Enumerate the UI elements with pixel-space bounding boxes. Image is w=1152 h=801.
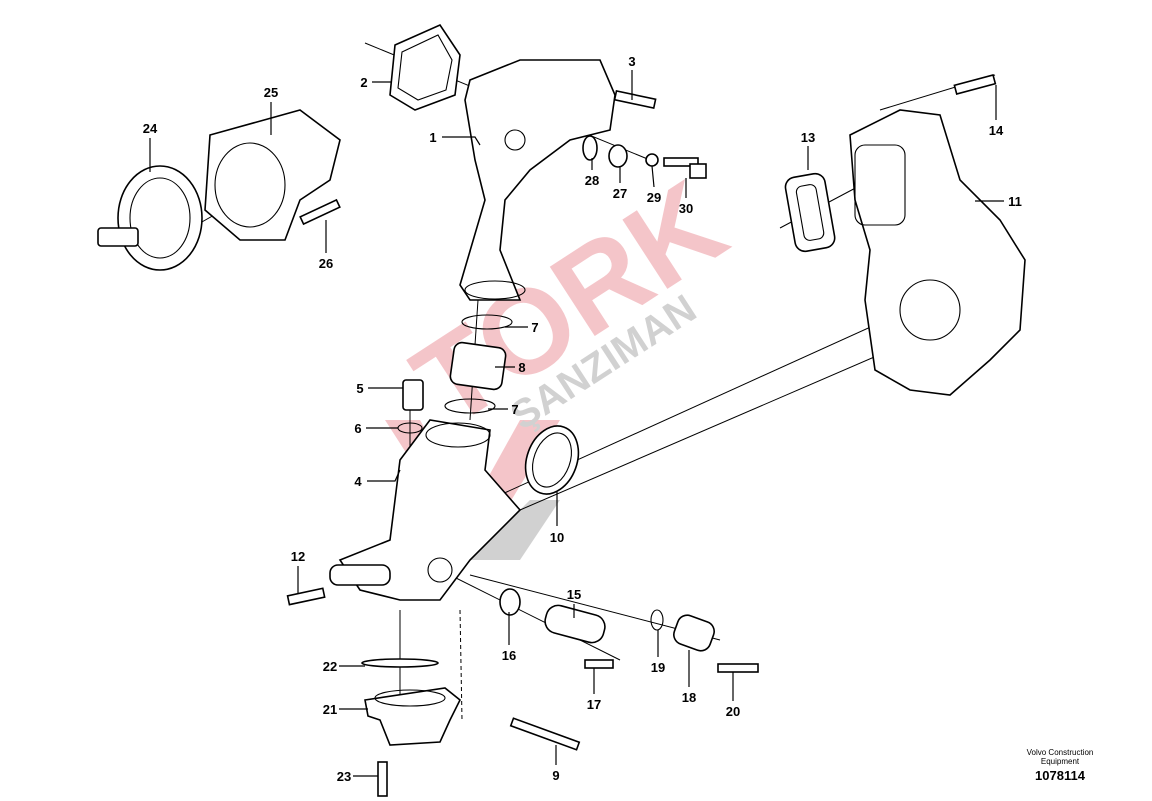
callout-27: 27 bbox=[613, 186, 627, 201]
callout-22: 22 bbox=[323, 659, 337, 674]
part-bolt-9 bbox=[509, 717, 581, 751]
callout-2: 2 bbox=[360, 75, 367, 90]
callout-14: 14 bbox=[989, 123, 1004, 138]
callout-15: 15 bbox=[567, 587, 581, 602]
callout-9: 9 bbox=[552, 768, 559, 783]
part-thermostat-24 bbox=[97, 165, 203, 271]
drawing-number: 1078114 bbox=[1035, 768, 1085, 783]
callout-11: 11 bbox=[1008, 194, 1022, 209]
part-connector-21 bbox=[364, 687, 462, 746]
part-pump-housing-11 bbox=[849, 109, 1026, 396]
callout-10: 10 bbox=[550, 530, 564, 545]
callout-8: 8 bbox=[518, 360, 525, 375]
part-seal-16 bbox=[499, 588, 521, 616]
part-bolt-20 bbox=[717, 663, 759, 673]
callout-4: 4 bbox=[354, 474, 362, 489]
callout-25: 25 bbox=[264, 85, 278, 100]
part-cover-18 bbox=[673, 614, 715, 652]
callout-20: 20 bbox=[726, 704, 740, 719]
part-seal-10 bbox=[524, 425, 580, 495]
callout-3: 3 bbox=[628, 54, 635, 69]
part-oring-22 bbox=[361, 658, 439, 668]
part-housing-25 bbox=[204, 109, 341, 241]
part-gasket-2 bbox=[389, 23, 461, 111]
drawing-footer: Volvo Construction Equipment 1078114 bbox=[1000, 748, 1120, 783]
callout-labels: 1 2 3 4 5 6 7 8 7 9 10 11 12 13 14 15 16… bbox=[143, 54, 1022, 784]
callout-26: 26 bbox=[319, 256, 333, 271]
leader-lines bbox=[149, 70, 1004, 777]
callout-13: 13 bbox=[801, 130, 815, 145]
part-pipe-1 bbox=[459, 59, 616, 301]
part-plug-5-6 bbox=[397, 379, 424, 434]
part-fitting-15 bbox=[544, 604, 606, 644]
callout-16: 16 bbox=[502, 648, 516, 663]
part-bolt-23 bbox=[377, 761, 388, 797]
part-bolt-30 bbox=[689, 163, 707, 179]
callout-21: 21 bbox=[323, 702, 337, 717]
part-oring-19 bbox=[650, 609, 664, 631]
manufacturer-line1: Volvo Construction bbox=[1026, 748, 1094, 757]
callout-24: 24 bbox=[143, 121, 158, 136]
callout-12: 12 bbox=[291, 549, 305, 564]
part-gasket-13 bbox=[784, 172, 836, 253]
part-seals-27-28-29 bbox=[582, 135, 699, 168]
part-orings-7-8 bbox=[444, 314, 513, 414]
part-bolt-3 bbox=[613, 90, 657, 110]
callout-7b: 7 bbox=[511, 402, 518, 417]
part-bolt-26 bbox=[299, 198, 341, 226]
callout-29: 29 bbox=[647, 190, 661, 205]
callout-17: 17 bbox=[587, 697, 601, 712]
part-housing-4 bbox=[329, 419, 522, 601]
callout-19: 19 bbox=[651, 660, 665, 675]
part-bolt-17 bbox=[584, 659, 614, 669]
callout-7a: 7 bbox=[531, 320, 538, 335]
callout-1: 1 bbox=[429, 130, 436, 145]
callout-30: 30 bbox=[679, 201, 693, 216]
part-bolt-12 bbox=[286, 587, 326, 606]
callout-28: 28 bbox=[585, 173, 599, 188]
callout-6: 6 bbox=[354, 421, 361, 436]
callout-18: 18 bbox=[682, 690, 696, 705]
callout-5: 5 bbox=[356, 381, 363, 396]
callout-23: 23 bbox=[337, 769, 351, 784]
part-bolt-14 bbox=[953, 74, 997, 96]
manufacturer-line2: Equipment bbox=[1040, 757, 1080, 766]
